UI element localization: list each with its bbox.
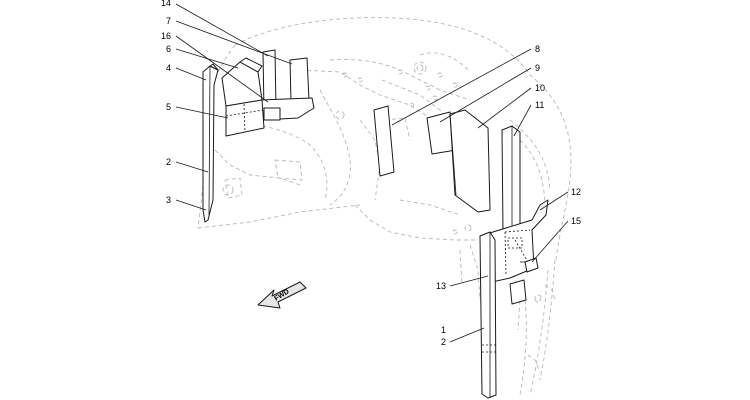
part-strip-11 (501, 125, 521, 237)
callout-9: 9 (535, 63, 540, 73)
callout-16: 16 (161, 31, 171, 41)
part-base-plate (259, 97, 315, 121)
callout-labels: 14 7 16 6 4 5 2 3 8 9 10 11 12 15 13 1 2 (161, 0, 581, 347)
callout-8: 8 (535, 44, 540, 54)
callout-11: 11 (535, 100, 544, 110)
callout-13: 13 (436, 281, 446, 291)
leader-lines (175, 3, 569, 343)
part-left-strip (202, 63, 219, 223)
part-panel-10 (426, 109, 491, 213)
callout-15: 15 (571, 216, 581, 226)
callout-1: 1 (441, 325, 446, 335)
part-right-assembly (479, 199, 549, 305)
part-panel-8 (373, 105, 395, 177)
part-column-tall (262, 49, 310, 113)
callout-12: 12 (571, 187, 581, 197)
callout-2-left: 2 (166, 157, 171, 167)
callout-14: 14 (161, 0, 171, 8)
callout-10: 10 (535, 83, 545, 93)
forward-direction-arrow: FWD (257, 281, 307, 309)
callout-6: 6 (166, 44, 171, 54)
part-insulation-block (221, 57, 265, 137)
callout-2-right: 2 (441, 337, 446, 347)
callout-4: 4 (166, 63, 171, 73)
callout-7: 7 (166, 16, 171, 26)
callout-5: 5 (166, 102, 171, 112)
part-right-long-strip (479, 231, 497, 399)
callout-3: 3 (166, 195, 171, 205)
